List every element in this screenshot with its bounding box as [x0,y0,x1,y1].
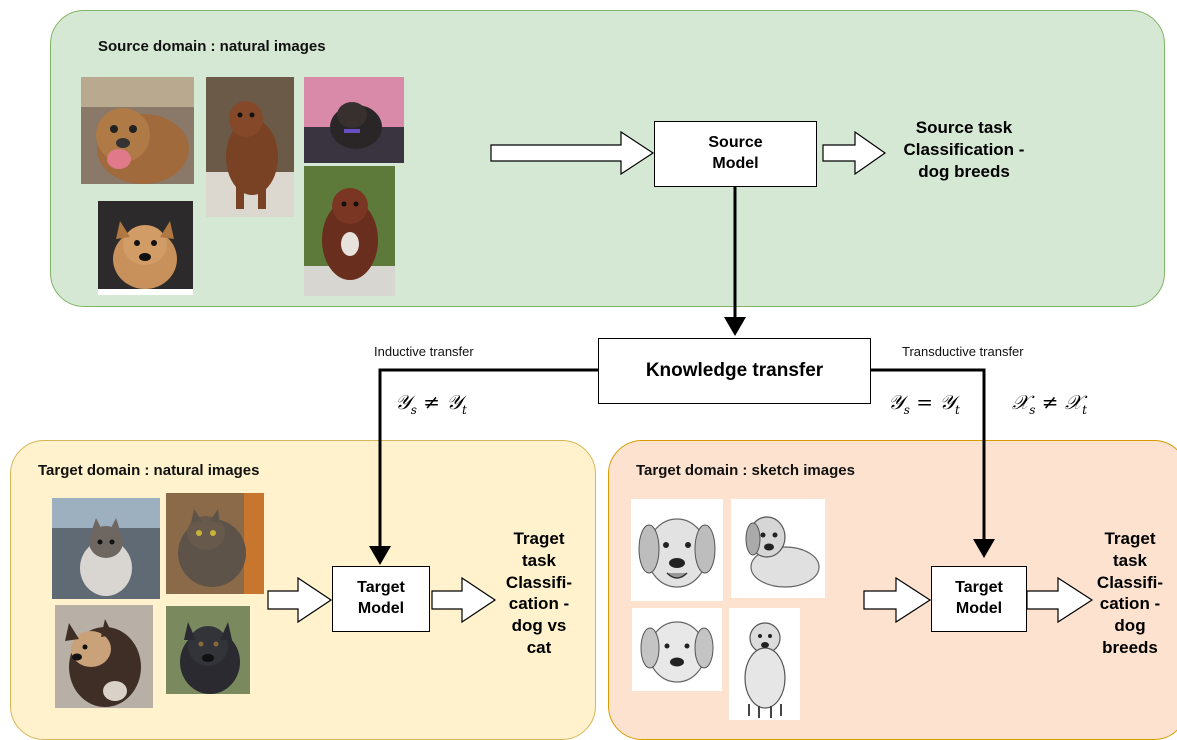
block-arrow-icon [1026,576,1094,624]
block-arrow-icon [822,130,887,176]
cat-photo-icon [166,493,264,594]
target-sketch-task-label: Traget task Classifi- cation - dog breed… [1096,529,1164,657]
inductive-transfer-label: Inductive transfer [374,344,474,359]
dog-photo-icon [166,606,250,694]
dog-photo-icon [81,77,194,184]
source-model-box: Source Model [654,121,817,187]
transductive-feature-space-condition: 𝒳s ≠ 𝒳t [1012,390,1087,417]
target-natural-task-label: Traget task Classifi- cation - dog vs ca… [505,529,573,657]
target-natural-domain-title: Target domain : natural images [38,462,260,479]
arrowhead-icon [724,317,746,336]
block-arrow-icon [267,576,333,624]
source-domain-title: Source domain : natural images [98,38,326,55]
cat-photo-icon [52,498,160,599]
dog-photo-icon [206,77,294,217]
arrow-inductive-transfer [378,368,598,548]
dog-photo-icon [304,166,395,296]
arrowhead-icon [369,546,391,565]
transductive-label-space-condition: 𝒴s = 𝒴t [888,390,960,417]
transductive-transfer-label: Transductive transfer [902,344,1024,359]
inductive-condition: 𝒴s ≠ 𝒴t [395,390,467,417]
target-natural-model-box: Target Model [332,566,430,632]
dog-photo-icon [98,201,193,295]
dog-sketch-icon [632,608,722,691]
connector-layer [267,130,1094,624]
knowledge-transfer-box: Knowledge transfer [598,338,871,404]
dog-sketch-icon [729,608,800,720]
block-arrow-icon [431,576,497,624]
dog-photo-icon [304,77,404,163]
block-arrow-icon [863,576,932,624]
source-task-label: Source task Classification - dog breeds [903,118,1025,181]
target-sketch-model-box: Target Model [931,566,1027,632]
dog-sketch-icon [731,499,825,598]
target-sketch-domain-title: Target domain : sketch images [636,462,855,479]
arrow-transductive-transfer [871,368,986,541]
block-arrow-icon [490,130,655,176]
dog-sketch-icon [631,499,723,601]
dog-photo-icon [55,605,153,708]
arrowhead-icon [973,539,995,558]
